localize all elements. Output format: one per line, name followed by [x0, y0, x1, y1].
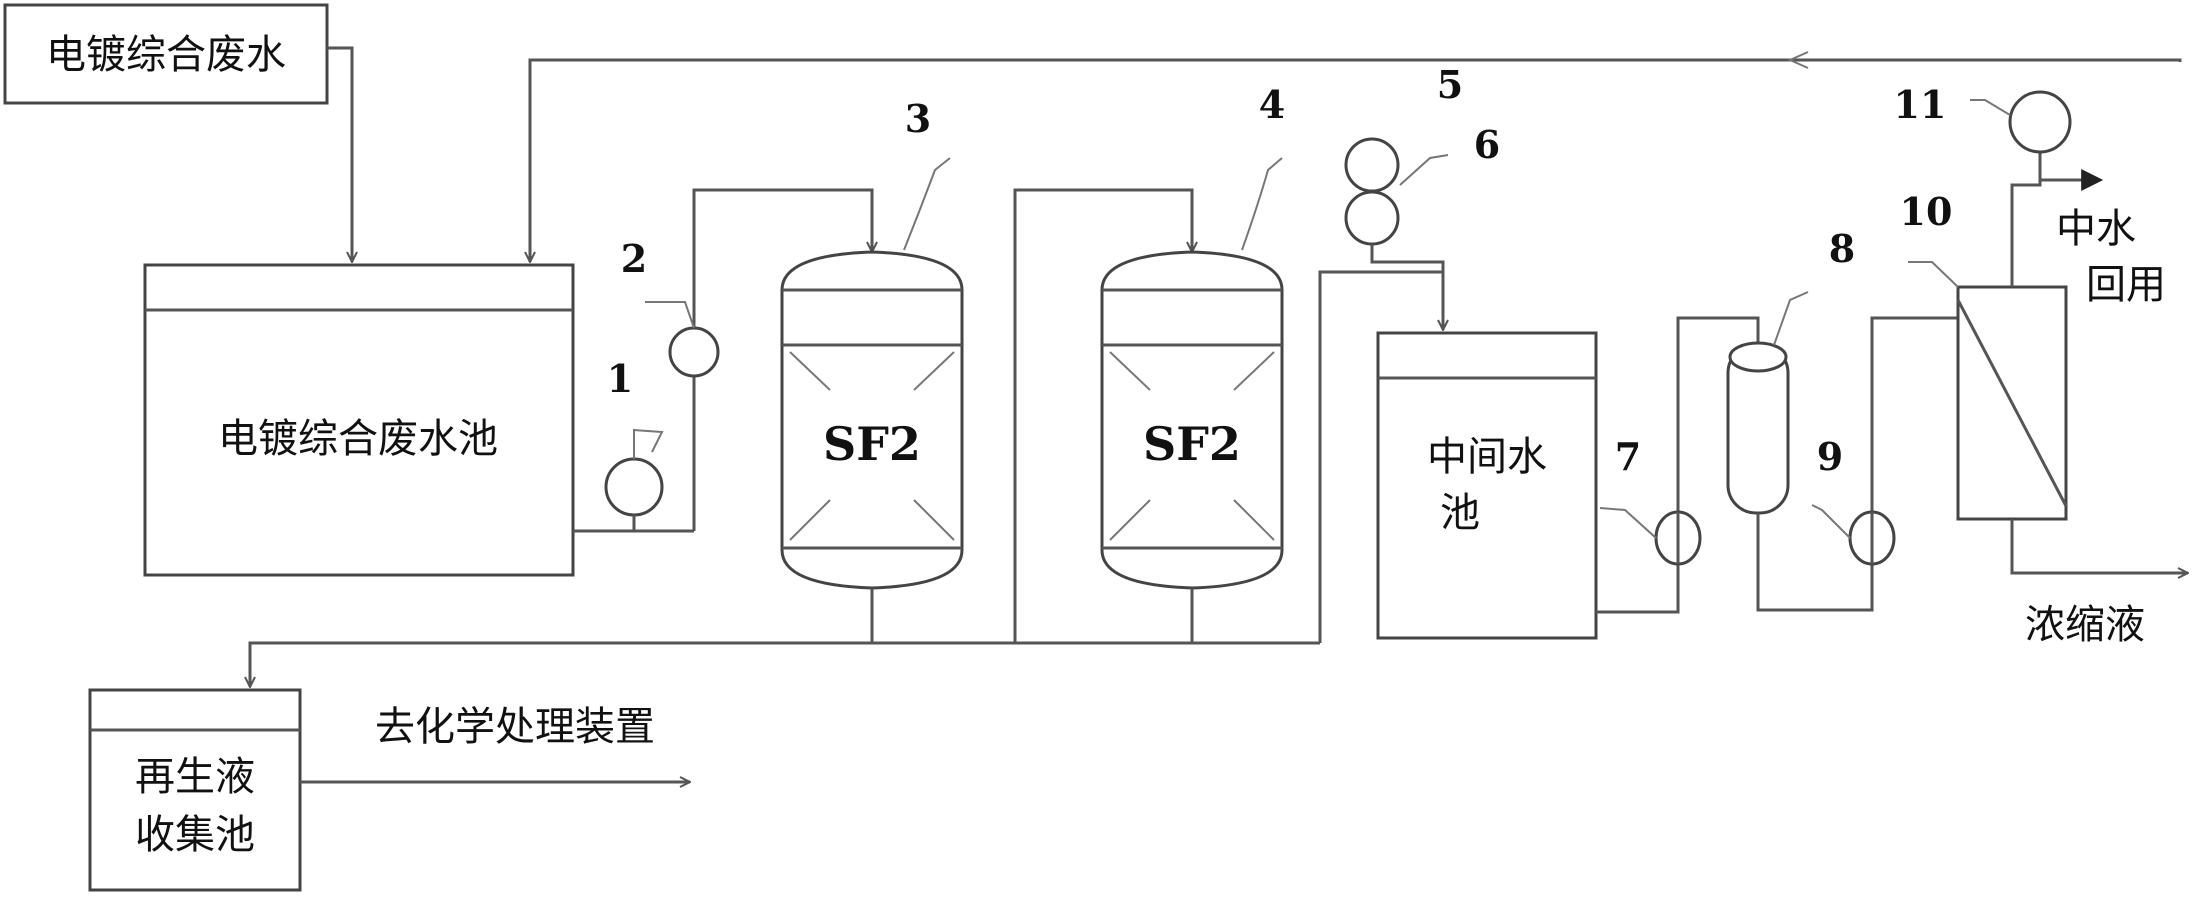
source-box: 电镀综合废水 [3, 3, 329, 105]
pump-9: 9 [1811, 434, 1896, 566]
label-9: 9 [1817, 434, 1843, 479]
wastewater-tank: 电镀综合废水池 [143, 263, 575, 577]
reuse-label-1: 中水 [2056, 206, 2136, 252]
resin-column-a-label: SF2 [823, 417, 921, 471]
mid-tank-to-filter-8-pipe [1596, 316, 1760, 614]
resin-column-a: SF2 3 [780, 96, 964, 590]
label-4: 4 [1259, 82, 1285, 127]
column-b-to-mid-tank-pipe [1318, 270, 1443, 643]
label-5: 5 [1437, 62, 1463, 107]
wastewater-tank-label: 电镀综合废水池 [218, 416, 498, 462]
valve-2: 2 [621, 236, 720, 378]
label-2: 2 [621, 236, 647, 281]
source-label: 电镀综合废水 [46, 32, 286, 78]
filter-8-to-membrane-pipe [1756, 316, 1958, 612]
label-10: 10 [1900, 189, 1953, 234]
column-a-to-column-b-pipe [870, 188, 1192, 645]
intermediate-tank: 中间水 池 [1376, 331, 1598, 640]
reuse-label-2: 回用 [2086, 262, 2166, 308]
intermediate-tank-label-2: 池 [1440, 490, 1480, 536]
resin-column-b-label: SF2 [1143, 417, 1241, 471]
filter-5-6: 5 6 [1344, 62, 1500, 272]
label-7: 7 [1615, 434, 1641, 479]
pump-1: 1 [573, 356, 694, 533]
return-arrow [1787, 51, 1809, 69]
source-to-tank-pipe [327, 46, 352, 262]
reuse-pipe [2010, 169, 2104, 287]
label-11: 11 [1894, 82, 1947, 127]
concentrate-pipe [2010, 519, 2188, 573]
resin-column-b: SF2 4 [1100, 82, 1285, 590]
regen-line [250, 641, 1320, 687]
label-3: 3 [905, 96, 931, 141]
to-chemical-label: 去化学处理装置 [375, 704, 655, 750]
label-6: 6 [1474, 122, 1500, 167]
regen-tank-label-2: 收集池 [135, 812, 255, 858]
label-8: 8 [1829, 226, 1855, 271]
flow-meter-11: 11 [1894, 82, 2072, 154]
concentrate-label: 浓缩液 [2025, 602, 2145, 648]
label-1: 1 [607, 356, 633, 401]
regen-tank-label-1: 再生液 [135, 754, 255, 800]
pump-7: 7 [1599, 434, 1702, 566]
regen-collection-tank: 再生液 收集池 [88, 688, 302, 892]
return-pipe [530, 58, 2182, 262]
membrane-unit-10: 10 [1900, 189, 2068, 521]
intermediate-tank-label-1: 中间水 [1427, 434, 1547, 480]
